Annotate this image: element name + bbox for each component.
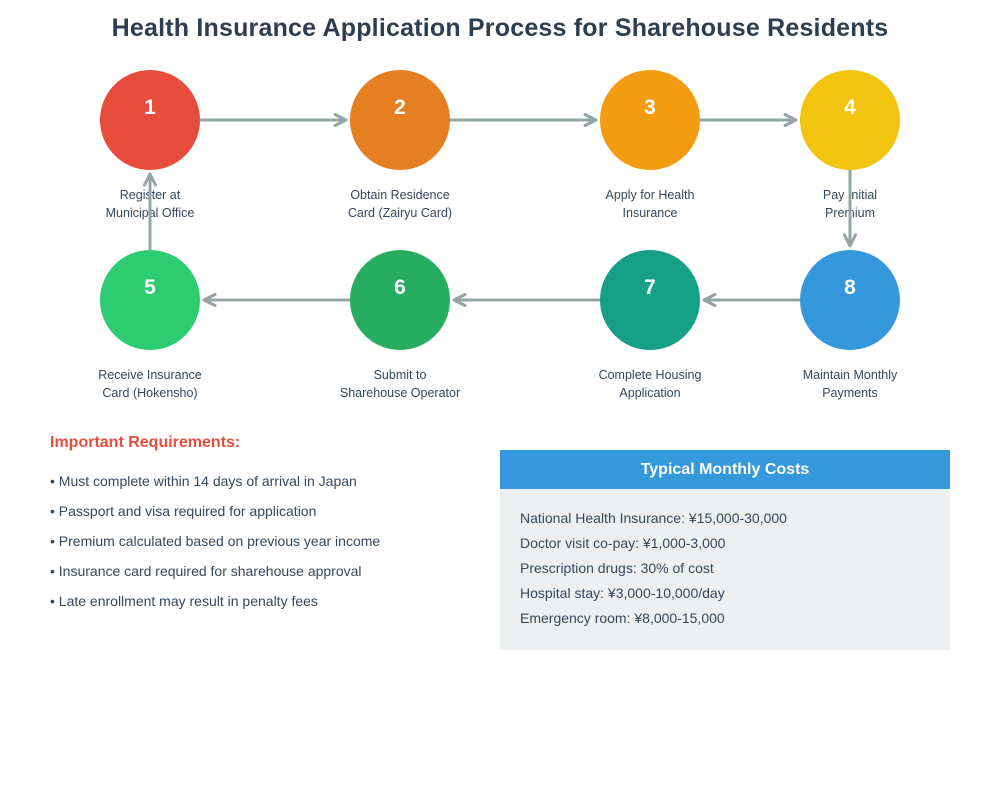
requirement-item: • Insurance card required for sharehouse… bbox=[50, 563, 362, 579]
flow-step-7-circle: 7 bbox=[600, 250, 700, 350]
flow-step-7-number: 7 bbox=[644, 276, 656, 299]
requirements-heading: Important Requirements: bbox=[50, 434, 241, 451]
requirement-item: • Must complete within 14 days of arriva… bbox=[50, 473, 357, 489]
costs-panel-body: National Health Insurance: ¥15,000-30,00… bbox=[500, 489, 950, 650]
flow-step-2-number: 2 bbox=[394, 96, 406, 119]
flow-step-8-circle: 8 bbox=[800, 250, 900, 350]
cost-item: Doctor visit co-pay: ¥1,000-3,000 bbox=[520, 535, 726, 551]
flow-step-6: 6 Submit to Sharehouse Operator bbox=[340, 250, 460, 400]
costs-list: National Health Insurance: ¥15,000-30,00… bbox=[520, 506, 930, 631]
cost-item: Prescription drugs: 30% of cost bbox=[520, 560, 714, 576]
requirement-item: • Premium calculated based on previous y… bbox=[50, 533, 381, 549]
flow-step-6-circle: 6 bbox=[350, 250, 450, 350]
flow-step-1-number: 1 bbox=[144, 96, 156, 119]
flow-step-6-number: 6 bbox=[394, 276, 406, 299]
flow-step-1-label: Register at Municipal Office bbox=[105, 188, 195, 220]
flow-step-7: 7 Complete Housing Application bbox=[599, 250, 701, 400]
flow-step-4-label: Pay Initial Premium bbox=[822, 188, 878, 220]
flow-step-1-circle: 1 bbox=[100, 70, 200, 170]
flow-step-2: 2 Obtain Residence Card (Zairyu Card) bbox=[348, 70, 452, 220]
cost-item: National Health Insurance: ¥15,000-30,00… bbox=[520, 510, 787, 526]
flow-step-8-label: Maintain Monthly Payments bbox=[802, 368, 898, 400]
flow-step-5-circle: 5 bbox=[100, 250, 200, 350]
flow-step-5-number: 5 bbox=[144, 276, 156, 299]
requirements-section: Important Requirements: • Must complete … bbox=[50, 434, 480, 616]
flow-step-6-label: Submit to Sharehouse Operator bbox=[339, 368, 461, 400]
flow-step-5: 5 Receive Insurance Card (Hokensho) bbox=[98, 250, 202, 400]
requirements-list: • Must complete within 14 days of arriva… bbox=[50, 466, 480, 616]
flow-step-4-circle: 4 bbox=[800, 70, 900, 170]
flow-step-3-label: Apply for Health Insurance bbox=[605, 188, 695, 220]
flow-step-3-number: 3 bbox=[644, 96, 656, 119]
cost-item: Hospital stay: ¥3,000-10,000/day bbox=[520, 585, 725, 601]
flow-step-8-number: 8 bbox=[844, 276, 856, 299]
flow-step-1: 1 Register at Municipal Office bbox=[100, 70, 200, 220]
flow-step-8: 8 Maintain Monthly Payments bbox=[800, 250, 900, 400]
costs-panel: Typical Monthly Costs National Health In… bbox=[500, 450, 950, 650]
flow-step-7-label: Complete Housing Application bbox=[598, 368, 702, 400]
flow-step-4-number: 4 bbox=[844, 96, 856, 119]
requirement-item: • Late enrollment may result in penalty … bbox=[50, 593, 318, 609]
flow-step-5-label: Receive Insurance Card (Hokensho) bbox=[98, 368, 202, 400]
flow-step-2-circle: 2 bbox=[350, 70, 450, 170]
flow-step-2-label: Obtain Residence Card (Zairyu Card) bbox=[347, 188, 453, 220]
flow-step-3: 3 Apply for Health Insurance bbox=[600, 70, 700, 220]
page-title: Health Insurance Application Process for… bbox=[111, 14, 889, 42]
requirement-item: • Passport and visa required for applica… bbox=[50, 503, 317, 519]
flow-step-4: 4 Pay Initial Premium bbox=[800, 70, 900, 220]
flow-step-3-circle: 3 bbox=[600, 70, 700, 170]
costs-panel-header: Typical Monthly Costs bbox=[500, 450, 950, 489]
cost-item: Emergency room: ¥8,000-15,000 bbox=[520, 610, 725, 626]
